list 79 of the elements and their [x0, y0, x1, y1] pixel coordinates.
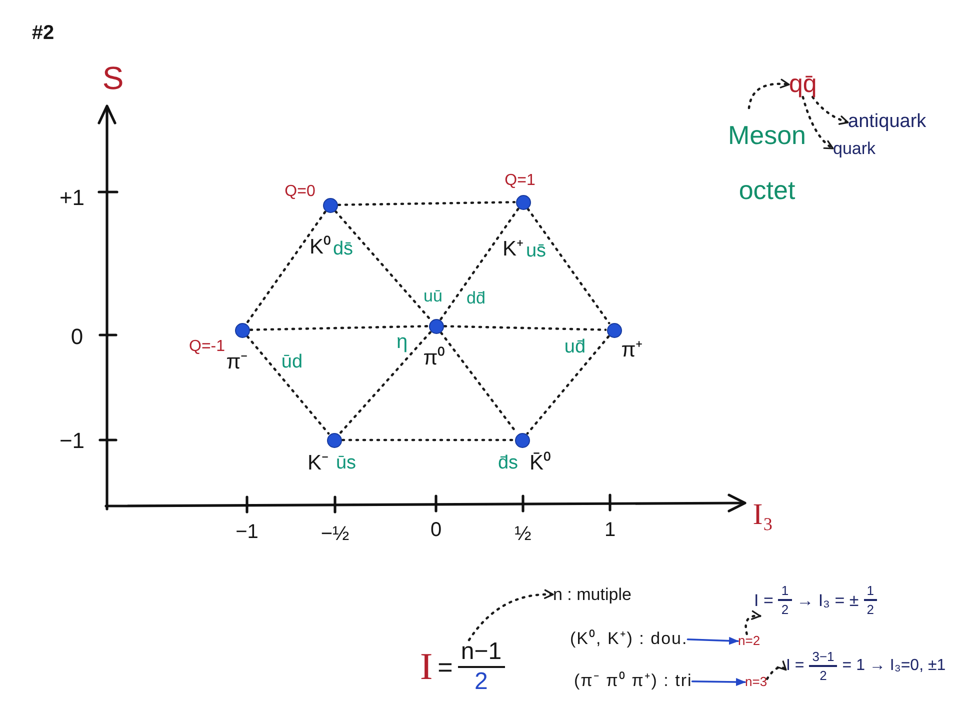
particle-label: K⁺ [502, 238, 524, 260]
dotted-line [526, 335, 610, 435]
quark-content-label: us̄ [526, 242, 546, 260]
formula-text: 2 [474, 668, 488, 694]
dotted-arrow [812, 96, 850, 125]
particle-dot [606, 322, 622, 338]
tick-label: −1 [236, 522, 258, 542]
arrow [691, 678, 746, 686]
annotation-text: (π⁻ π⁰ π⁺) : tri [574, 672, 692, 689]
formula-text: n=3 [745, 675, 768, 688]
formula-text: 1 [864, 584, 877, 601]
formula-text: 2 [781, 601, 789, 616]
formula-text: = [438, 654, 453, 680]
formula-text: 2 [866, 601, 874, 616]
dotted-line [246, 335, 330, 435]
formula-text: I = [754, 592, 774, 608]
tick-label: 1 [604, 520, 616, 540]
charge-label: Q=0 [284, 184, 316, 200]
dotted-line [249, 325, 429, 331]
particle-dot [326, 432, 342, 448]
quark-content-label: d̄s [498, 454, 518, 472]
slide-number: #2 [32, 23, 54, 43]
formula-text: n−1 [458, 640, 505, 668]
particle-dot [234, 322, 250, 338]
dotted-line [440, 208, 520, 320]
charge-label: Q=-1 [189, 339, 225, 355]
formula-text: qq̄ [789, 72, 817, 97]
dotted-arrow [748, 79, 790, 110]
formula-text: = 1 → I₃=0, ±1 [842, 658, 946, 674]
tick-label: −1 [59, 430, 85, 452]
dotted-arrow [766, 660, 788, 680]
quark-content-label: ūd [281, 352, 303, 372]
dotted-arrow [744, 610, 762, 636]
tick-label: ½ [514, 524, 532, 544]
quark-content-label: ds̄ [332, 240, 354, 258]
particle-dot [514, 432, 530, 448]
particle-label: π⁺ [621, 340, 643, 360]
quark-content-label: ud̄ [564, 338, 586, 356]
tick-label: 0 [70, 326, 84, 348]
particle-dot [322, 198, 338, 212]
arrow [686, 636, 739, 645]
dotted-arrow [802, 96, 834, 150]
dotted-line [341, 438, 515, 442]
formula-text: n=2 [738, 634, 760, 647]
formula-text: 1 [778, 584, 792, 601]
dotted-line [338, 331, 432, 435]
annotation-text: quark [833, 140, 876, 157]
axis-title: S [102, 62, 124, 94]
formula-text: 2 [820, 667, 827, 682]
formula-text: I = [786, 658, 804, 674]
formula-text: → I₃ = ± [796, 592, 859, 608]
dotted-line [526, 208, 610, 324]
dotted-line [337, 200, 516, 206]
particle-dot [516, 194, 530, 210]
formula-text: 3−1 [809, 650, 838, 667]
dotted-line [443, 325, 607, 331]
tick-label: +1 [59, 187, 85, 209]
tick-label: −½ [320, 524, 350, 544]
particle-label: π⁰ [423, 348, 445, 368]
quark-content-label: uū [424, 288, 442, 304]
charge-label: Q=1 [504, 173, 536, 189]
tick-label: 0 [430, 520, 442, 540]
annotation-text: antiquark [848, 112, 926, 131]
quark-content-label: dd̄ [466, 290, 486, 306]
particle-label: K⁰ [310, 236, 330, 258]
annotation-text: (K⁰, K⁺) : dou. [570, 630, 688, 647]
dotted-line [334, 210, 432, 321]
quark-content-label: ūs [336, 454, 356, 472]
formula-text: I [420, 648, 433, 686]
dotted-line [246, 210, 326, 324]
dotted-arrow [468, 590, 554, 642]
particle-label: K⁻ [308, 452, 328, 474]
annotation-text: n : mutiple [553, 586, 632, 603]
axis-title: I₃ [752, 500, 774, 530]
particle-label: K̄⁰ [530, 452, 550, 474]
particle-label: π⁻ [226, 352, 248, 372]
heading-text: Meson octet [722, 108, 812, 218]
particle-label: η [396, 332, 408, 352]
particle-dot [428, 318, 444, 334]
